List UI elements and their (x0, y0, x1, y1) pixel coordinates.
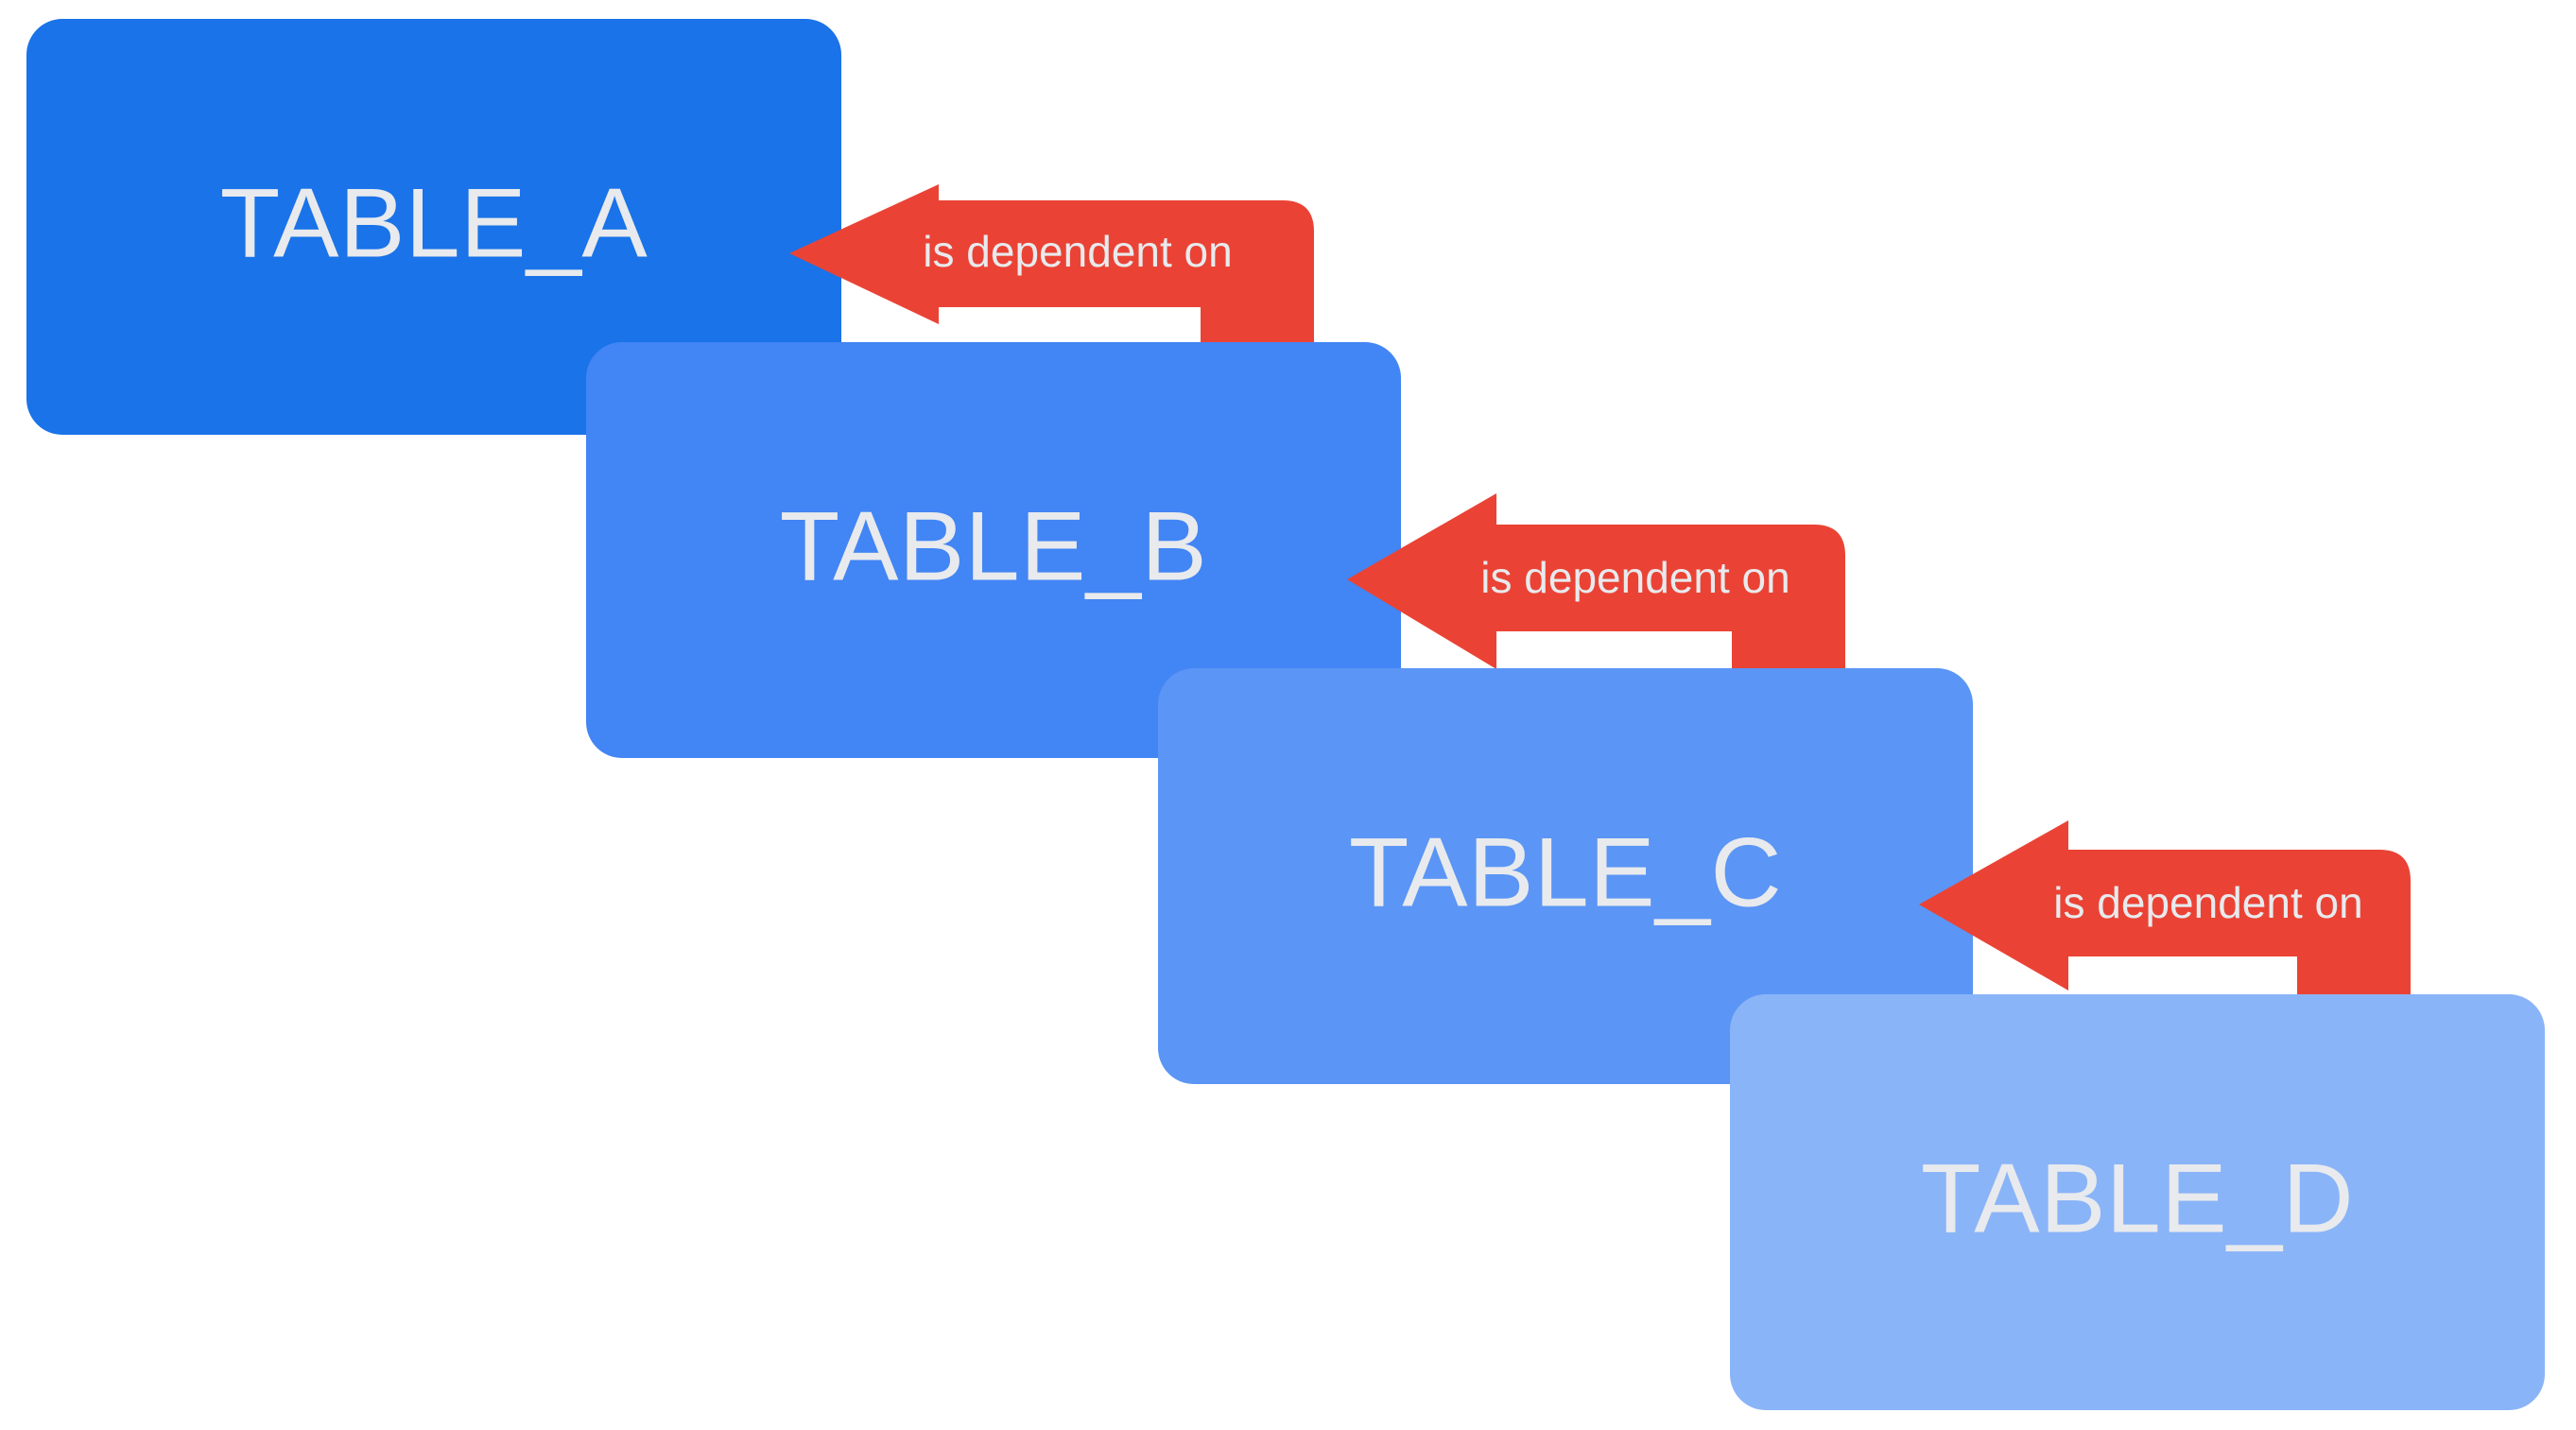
node-table-a[interactable]: TABLE_A (26, 19, 841, 435)
node-table-b-shape[interactable] (586, 342, 1401, 758)
node-table-d-shape[interactable] (1730, 994, 2545, 1410)
node-table-a-label: TABLE_A (220, 168, 648, 278)
node-table-c-shape[interactable] (1158, 668, 1973, 1084)
edge-b-c[interactable]: is dependent on (1347, 493, 1845, 682)
node-table-a-shape[interactable] (26, 19, 841, 435)
edge-c-d-label: is dependent on (2053, 878, 2362, 927)
edge-c-d[interactable]: is dependent on (1919, 820, 2411, 1009)
edge-c-d-arrow-shape[interactable] (1919, 820, 2411, 1009)
edge-a-b-arrow-shape[interactable] (789, 184, 1314, 357)
edge-b-c-arrow-shape[interactable] (1347, 493, 1845, 682)
edge-b-c-label: is dependent on (1480, 553, 1789, 602)
node-table-d[interactable]: TABLE_D (1730, 994, 2545, 1410)
node-table-c-label: TABLE_C (1349, 818, 1782, 927)
node-table-b[interactable]: TABLE_B (586, 342, 1401, 758)
node-table-d-label: TABLE_D (1921, 1144, 2354, 1253)
node-table-b-label: TABLE_B (780, 491, 1207, 601)
edge-a-b-label: is dependent on (923, 227, 1232, 276)
node-table-c[interactable]: TABLE_C (1158, 668, 1973, 1084)
edge-a-b[interactable]: is dependent on (789, 184, 1314, 357)
